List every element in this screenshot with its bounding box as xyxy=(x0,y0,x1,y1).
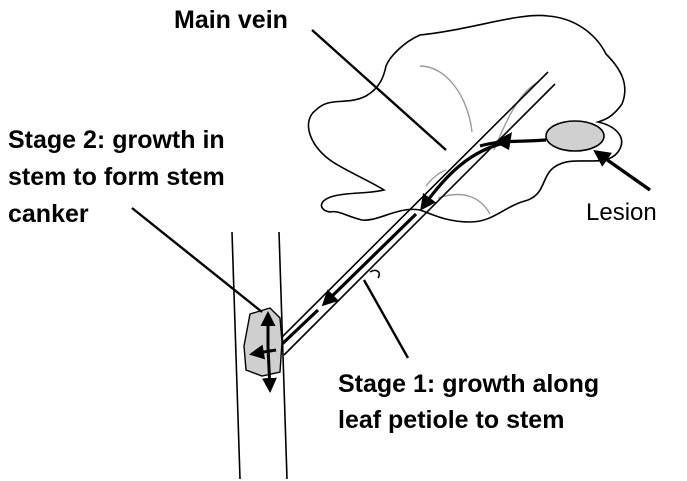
leaf-outline xyxy=(307,14,626,223)
arrowhead-near-lesion xyxy=(494,132,512,150)
growth-path-segment-1 xyxy=(479,138,547,148)
label-main-vein: Main vein xyxy=(174,6,288,34)
leader-lines xyxy=(131,29,447,359)
minor-vein-4 xyxy=(425,169,447,187)
leaf-petiole xyxy=(266,71,556,356)
plant-stem xyxy=(231,231,288,480)
label-stage2-line1: Stage 2: growth in xyxy=(8,126,225,154)
petiole-lower-joint xyxy=(369,269,381,279)
leader-stage1 xyxy=(362,279,410,359)
canker-spread-arrows xyxy=(249,311,277,393)
growth-path-segment-4 xyxy=(278,308,320,348)
petiole-edge-lower xyxy=(283,83,556,356)
label-stage2-line3: canker xyxy=(8,200,89,228)
label-stage1-line2: leaf petiole to stem xyxy=(338,406,564,434)
growth-path-arrow xyxy=(278,138,547,348)
petiole-edge-upper xyxy=(266,71,549,353)
label-lesion: Lesion xyxy=(586,199,657,226)
leader-main-vein xyxy=(311,29,447,151)
minor-vein-3 xyxy=(437,193,491,215)
canker-arrow-left xyxy=(249,344,277,360)
stem-left-edge xyxy=(231,231,241,480)
lesion-spot xyxy=(545,120,605,152)
stem-right-edge xyxy=(278,231,288,480)
leader-lesion-arrow xyxy=(593,150,651,192)
minor-vein-1 xyxy=(419,65,473,133)
growth-path-segment-3 xyxy=(321,212,418,307)
leader-stage2 xyxy=(131,207,263,313)
canker-arrow-down xyxy=(261,345,277,393)
label-stage2-line2: stem to form stem xyxy=(8,163,225,191)
label-stage1-line1: Stage 1: growth along xyxy=(338,370,599,398)
growth-path-segment-2 xyxy=(420,140,509,211)
stem-canker xyxy=(243,307,283,377)
